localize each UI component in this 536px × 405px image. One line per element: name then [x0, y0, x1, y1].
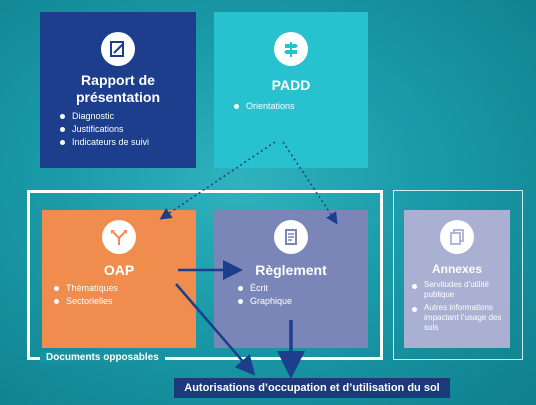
- list-item: Orientations: [232, 100, 295, 113]
- documents-opposables-label: Documents opposables: [40, 352, 165, 363]
- list-item: Autres informations impactant l’usage de…: [410, 303, 508, 333]
- annexes-frame: [393, 190, 523, 360]
- list-item: Thématiques: [52, 282, 118, 295]
- list-item: Justifications: [58, 123, 149, 136]
- reglement-title: Règlement: [255, 262, 327, 278]
- edit-document-icon: [101, 32, 135, 66]
- padd-title: PADD: [271, 77, 311, 93]
- list-item: Indicateurs de suivi: [58, 136, 149, 149]
- branching-arrows-icon: [102, 220, 136, 254]
- signpost-icon: [274, 32, 308, 66]
- scroll-icon: [274, 220, 308, 254]
- oap-card: OAP Thématiques Sectorielles: [42, 210, 196, 348]
- oap-to-autorisations-arrow: [175, 283, 256, 376]
- autorisations-bar: Autorisations d’occupation et d’utilisat…: [174, 378, 450, 398]
- list-item: Sectorielles: [52, 295, 118, 308]
- padd-to-reglement-arrow: [282, 141, 338, 225]
- list-item: Écrit: [236, 282, 292, 295]
- annexes-title: Annexes: [431, 262, 483, 276]
- oap-title: OAP: [103, 262, 135, 278]
- padd-card: PADD Orientations: [214, 12, 368, 168]
- rapport-card: Rapport de présentation Diagnostic Justi…: [40, 12, 196, 168]
- list-item: Servitudes d’utilité publique: [410, 280, 508, 300]
- list-item: Graphique: [236, 295, 292, 308]
- list-item: Diagnostic: [58, 110, 149, 123]
- padd-to-oap-arrow: [159, 141, 276, 220]
- documents-opposables-frame: [27, 190, 383, 360]
- rapport-title-line2: présentation: [75, 89, 160, 105]
- documents-icon: [440, 220, 474, 254]
- rapport-title-line1: Rapport de: [81, 72, 155, 88]
- annexes-card: Annexes Servitudes d’utilité publique Au…: [404, 210, 510, 348]
